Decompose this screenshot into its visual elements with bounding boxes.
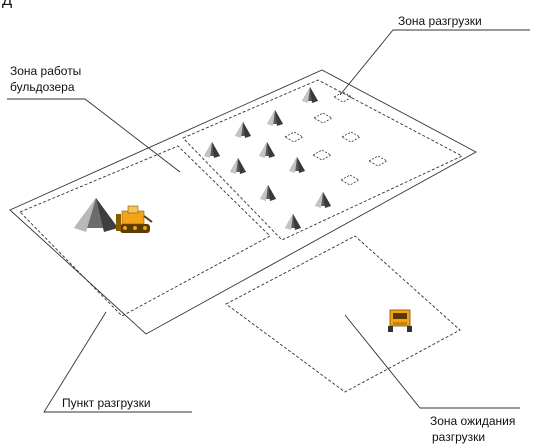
label-bulldozer-zone-2: бульдозера [10,80,75,94]
dump-truck-icon [388,309,412,332]
corner-mark: Д [2,0,13,9]
empty-slot-icon [284,131,304,143]
platform-outline [9,69,477,335]
pile-icon [259,142,275,158]
pile-icon [302,87,318,103]
empty-slot-icon [368,155,388,167]
bulldozer-icon [116,205,153,233]
leader-unload-point [43,311,192,413]
bulldozer-zone [19,145,271,317]
pile-icon [289,157,305,173]
unload-zone [182,79,464,241]
pile-icon [285,214,301,230]
pile-icon [235,122,251,138]
empty-slot-icon [340,174,360,186]
pile-icon [204,142,220,158]
label-waiting-zone-2: разгрузки [432,430,486,444]
leader-unload-zone [339,29,530,96]
leader-bulldozer-zone [7,98,181,173]
empty-slot-icon [313,112,333,124]
waiting-zone [225,235,461,393]
leader-waiting-zone [344,314,520,409]
pile-icon [230,158,246,174]
pile-icon [315,192,331,208]
pile-icon [267,110,283,126]
pile-icon [260,185,276,201]
label-bulldozer-zone-1: Зона работы [10,64,82,78]
label-waiting-zone-1: Зона ожидания [430,414,516,428]
empty-slot-icon [341,131,361,143]
label-unload-zone: Зона разгрузки [398,14,482,28]
label-unload-point: Пункт разгрузки [62,396,151,410]
big-pile-icon [74,198,118,232]
empty-slot-icon [312,149,332,161]
